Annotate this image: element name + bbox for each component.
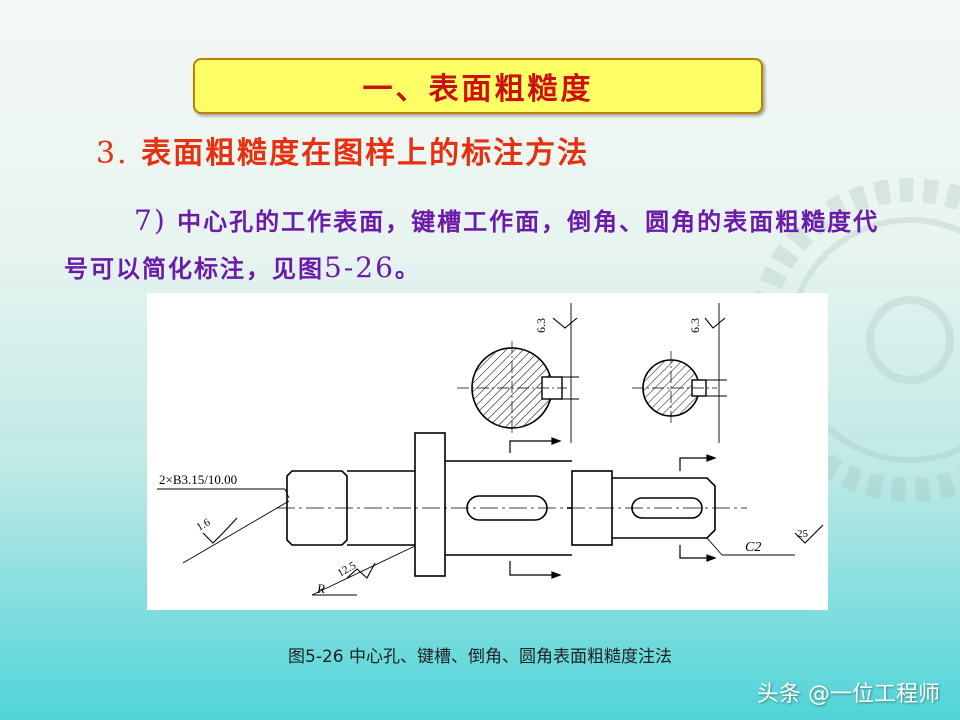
figure-caption: 图5-26 中心孔、键槽、倒角、圆角表面粗糙度注法	[288, 647, 672, 667]
section-b	[632, 351, 717, 425]
keyway-right	[631, 497, 703, 519]
body-paragraph: 7) 中心孔的工作表面，键槽工作面，倒角、圆角的表面粗糙度代号可以简化标注，见图…	[64, 198, 904, 292]
item-number: 7)	[134, 204, 167, 237]
radius-label: R	[316, 581, 325, 596]
technical-drawing: 6.3 6.3 2×B3.15/10.00 1.6 R 12.5 C2 25	[147, 293, 828, 610]
paragraph-end: 。	[394, 254, 421, 283]
slide-title-box: 一、表面粗糙度	[193, 58, 763, 114]
roughness-label-125: 12.5	[336, 559, 359, 579]
roughness-label-16: 1.6	[195, 516, 213, 534]
roughness-label-a: 6.3	[534, 318, 548, 333]
section-heading: 3. 表面粗糙度在图样上的标注方法	[96, 128, 589, 172]
figure-reference: 5-26	[324, 251, 395, 284]
section-heading-text: 表面粗糙度在图样上的标注方法	[141, 136, 590, 171]
center-hole-label: 2×B3.15/10.00	[159, 472, 237, 487]
watermark: 头条 @一位工程师	[757, 682, 940, 707]
keyway-left	[466, 495, 548, 521]
paragraph-text: 中心孔的工作表面，键槽工作面，倒角、圆角的表面粗糙度代号可以简化标注，见图	[64, 207, 880, 283]
roughness-label-25: 25	[797, 528, 809, 540]
chamfer-label: C2	[745, 540, 761, 555]
roughness-label-b: 6.3	[688, 318, 702, 333]
slide-title: 一、表面粗糙度	[362, 72, 594, 107]
shaft-outline	[286, 432, 716, 577]
section-a	[457, 341, 567, 435]
section-number: 3.	[96, 136, 129, 171]
